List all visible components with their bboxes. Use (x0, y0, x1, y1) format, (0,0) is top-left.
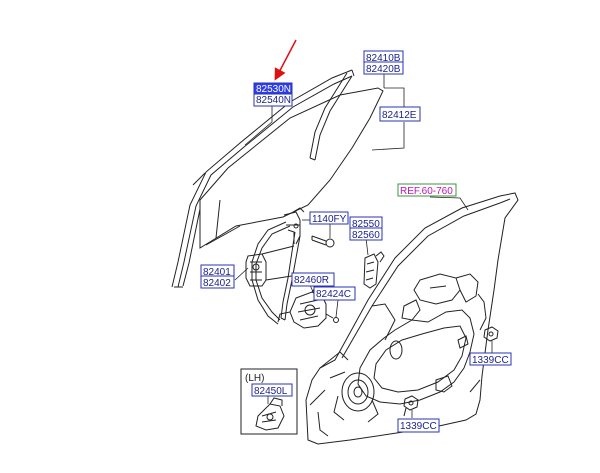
label-82530N-text: 82530N (256, 84, 291, 95)
label-82410B-text: 82410B (366, 53, 401, 64)
label-82450L-text: 82450L (254, 386, 288, 397)
label-82402-text: 82402 (203, 278, 231, 289)
leader-lines (234, 74, 493, 418)
glass-run-channel (171, 69, 355, 288)
label-82530N[interactable]: 82530N (253, 82, 293, 95)
label-82412E[interactable]: 82412E (379, 106, 421, 122)
label-82402[interactable]: 82402 (200, 275, 235, 289)
label-82560[interactable]: 82560 (349, 227, 383, 241)
bolt-icon (311, 235, 335, 248)
label-1339CC-upper[interactable]: 1339CC (469, 352, 512, 366)
label-ref-60-760-text: REF.60-760 (400, 186, 453, 197)
label-1339CC-lower-text: 1339CC (400, 421, 437, 432)
label-82540N[interactable]: 82540N (253, 93, 293, 107)
label-82460R-text: 82460R (294, 275, 329, 286)
label-1140FY-text: 1140FY (312, 214, 347, 225)
label-ref-60-760[interactable]: REF.60-760 (397, 183, 457, 197)
label-1339CC-upper-text: 1339CC (472, 355, 509, 366)
door-handle-rod (363, 251, 385, 289)
label-82424C[interactable]: 82424C (313, 286, 356, 301)
nut-icon-lower (403, 395, 419, 411)
label-82412E-text: 82412E (382, 110, 417, 121)
lh-motor-icon (255, 397, 285, 431)
nut-icon-upper (483, 326, 499, 342)
lh-inset: (LH) (240, 368, 298, 435)
window-regulator (245, 207, 305, 325)
door-glass (199, 87, 384, 249)
regulator-motor-bolt (325, 313, 339, 323)
label-82540N-text: 82540N (256, 95, 291, 106)
label-82424C-text: 82424C (316, 289, 351, 300)
label-82420B-text: 82420B (366, 64, 401, 75)
label-82460R[interactable]: 82460R (291, 272, 335, 287)
label-82550-text: 82550 (352, 219, 380, 230)
label-82401-text: 82401 (203, 267, 231, 278)
red-pointer-arrow (274, 39, 297, 81)
label-1339CC-lower[interactable]: 1339CC (397, 418, 440, 433)
door-panel (305, 192, 519, 445)
label-82560-text: 82560 (352, 230, 380, 241)
label-1140FY[interactable]: 1140FY (309, 211, 349, 225)
label-82420B[interactable]: 82420B (363, 61, 404, 75)
label-82450L[interactable]: 82450L (251, 383, 293, 397)
lh-caption: (LH) (245, 373, 264, 384)
